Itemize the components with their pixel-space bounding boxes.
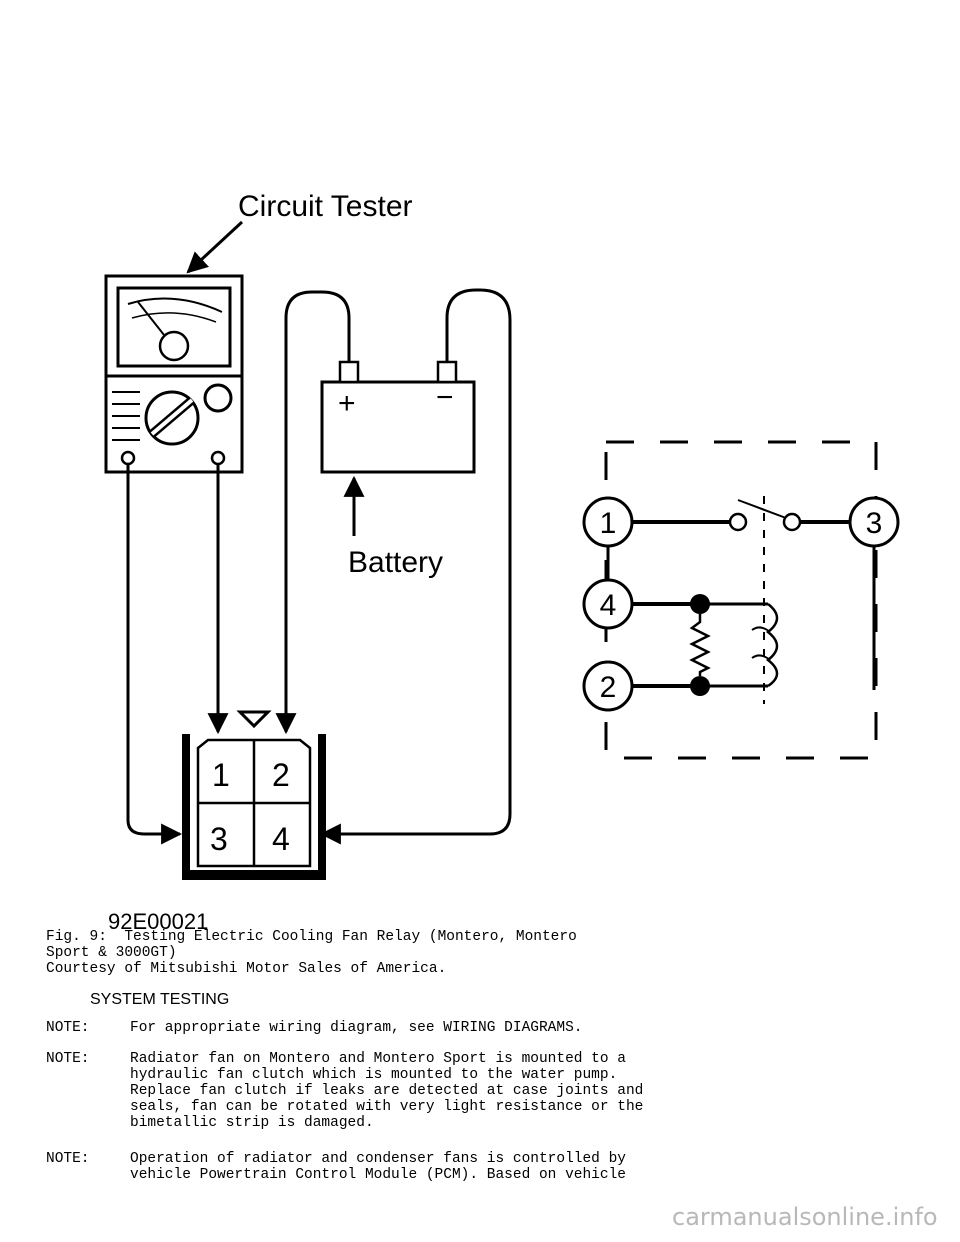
connector-pin-1: 1: [212, 757, 230, 793]
relay-connector: 1 2 3 4: [182, 710, 326, 880]
connector-pin-4: 4: [272, 821, 290, 857]
relay-terminal-1: 1: [600, 507, 617, 540]
relay-test-figure: Circuit Tester + − Battery: [104, 190, 900, 934]
relay-terminal-3: 3: [866, 507, 883, 540]
battery-minus-sign: −: [436, 381, 454, 414]
relay-terminal-2: 2: [600, 671, 617, 704]
battery: + −: [320, 360, 476, 474]
figure-code: 92E00021: [108, 909, 208, 934]
note-text: Operation of radiator and condenser fans…: [130, 1151, 626, 1183]
figure-caption-line-2: Sport & 3000GT): [46, 945, 177, 961]
section-heading: SYSTEM TESTING: [90, 991, 230, 1008]
battery-label: Battery: [348, 546, 443, 579]
note-3: NOTE: Operation of radiator and condense…: [46, 1151, 746, 1183]
relay-schematic: 1 4 2 3: [582, 440, 900, 760]
figure-caption-line-1: Fig. 9: Testing Electric Cooling Fan Rel…: [46, 929, 577, 945]
note-2: NOTE: Radiator fan on Montero and Monter…: [46, 1051, 746, 1131]
battery-plus-sign: +: [338, 387, 356, 420]
note-text: For appropriate wiring diagram, see WIRI…: [130, 1020, 583, 1036]
watermark: carmanualsonline.info: [672, 1203, 938, 1231]
connector-pin-2: 2: [272, 757, 290, 793]
relay-terminal-4: 4: [600, 589, 617, 622]
circuit-tester: [104, 274, 244, 474]
figure-credit: Courtesy of Mitsubishi Motor Sales of Am…: [46, 961, 447, 977]
note-text: Radiator fan on Montero and Montero Spor…: [130, 1051, 644, 1131]
connector-pin-3: 3: [210, 821, 228, 857]
note-label: NOTE:: [46, 1151, 90, 1167]
note-label: NOTE:: [46, 1020, 90, 1036]
circuit-tester-label: Circuit Tester: [238, 190, 413, 223]
note-label: NOTE:: [46, 1051, 90, 1067]
note-1: NOTE: For appropriate wiring diagram, se…: [46, 1020, 746, 1036]
